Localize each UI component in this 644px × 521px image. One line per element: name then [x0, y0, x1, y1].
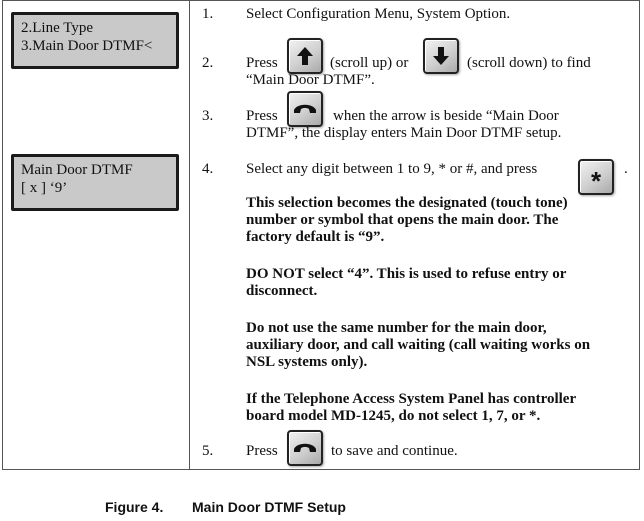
step-number: 2. [202, 55, 214, 71]
step-text: Press [246, 108, 278, 124]
note-line: Do not use the same number for the main … [246, 320, 547, 336]
step-number: 4. [202, 161, 214, 177]
down-arrow-icon [433, 47, 449, 65]
step-text: to save and continue. [331, 443, 458, 459]
step-number: 5. [202, 443, 214, 459]
lcd-line: 2.Line Type [21, 20, 93, 36]
note-line: factory default is “9”. [246, 229, 385, 245]
note-line: number or symbol that opens the main doo… [246, 212, 559, 228]
step-text: . [624, 161, 628, 177]
note-line: If the Telephone Access System Panel has… [246, 391, 577, 407]
note-line: auxiliary door, and call waiting (call w… [246, 337, 591, 353]
instruction-table [2, 0, 640, 470]
note-line: DO NOT select “4”. This is used to refus… [246, 266, 567, 282]
note-line: This selection becomes the designated (t… [246, 195, 568, 211]
note-controller-board: If the Telephone Access System Panel has… [246, 391, 634, 425]
step-text: DTMF”, the display enters Main Door DTMF… [246, 125, 562, 141]
note-do-not-select-4: DO NOT select “4”. This is used to refus… [246, 266, 634, 300]
step-text: Press [246, 55, 278, 71]
figure-title: Main Door DTMF Setup [192, 499, 346, 515]
lcd-line: 3.Main Door DTMF< [21, 38, 153, 54]
column-divider [189, 0, 190, 470]
scroll-down-key[interactable] [423, 38, 459, 74]
step-text: “Main Door DTMF”. [246, 72, 375, 88]
step-text: when the arrow is beside “Main Door [333, 108, 559, 124]
up-arrow-icon [297, 47, 313, 65]
lcd-line: Main Door DTMF [21, 162, 133, 178]
step-number: 3. [202, 108, 214, 124]
lcd-display-dtmf: Main Door DTMF [ x ] ‘9’ [11, 154, 179, 211]
note-line: NSL systems only). [246, 354, 368, 370]
step-text: (scroll down) to find [467, 55, 591, 71]
scroll-up-key[interactable] [287, 38, 323, 74]
note-designated: This selection becomes the designated (t… [246, 195, 634, 246]
step-number: 1. [202, 6, 214, 22]
step-text: Press [246, 443, 278, 459]
step-text: Select any digit between 1 to 9, * or #,… [246, 161, 538, 177]
telephone-handset-icon [294, 104, 316, 113]
note-line: board model MD-1245, do not select 1, 7,… [246, 408, 541, 424]
note-same-number: Do not use the same number for the main … [246, 320, 634, 371]
lcd-line: [ x ] ‘9’ [21, 180, 68, 196]
step-text: (scroll up) or [330, 55, 409, 71]
star-key-label: * [590, 166, 602, 196]
note-line: disconnect. [246, 283, 318, 299]
handset-key[interactable] [287, 430, 323, 466]
lcd-display-menu: 2.Line Type 3.Main Door DTMF< [11, 12, 179, 69]
telephone-handset-icon [294, 443, 316, 452]
handset-key[interactable] [287, 91, 323, 127]
star-key[interactable]: * [578, 159, 614, 195]
figure-number: Figure 4. [105, 499, 164, 515]
step-text: Select Configuration Menu, System Option… [246, 6, 511, 22]
